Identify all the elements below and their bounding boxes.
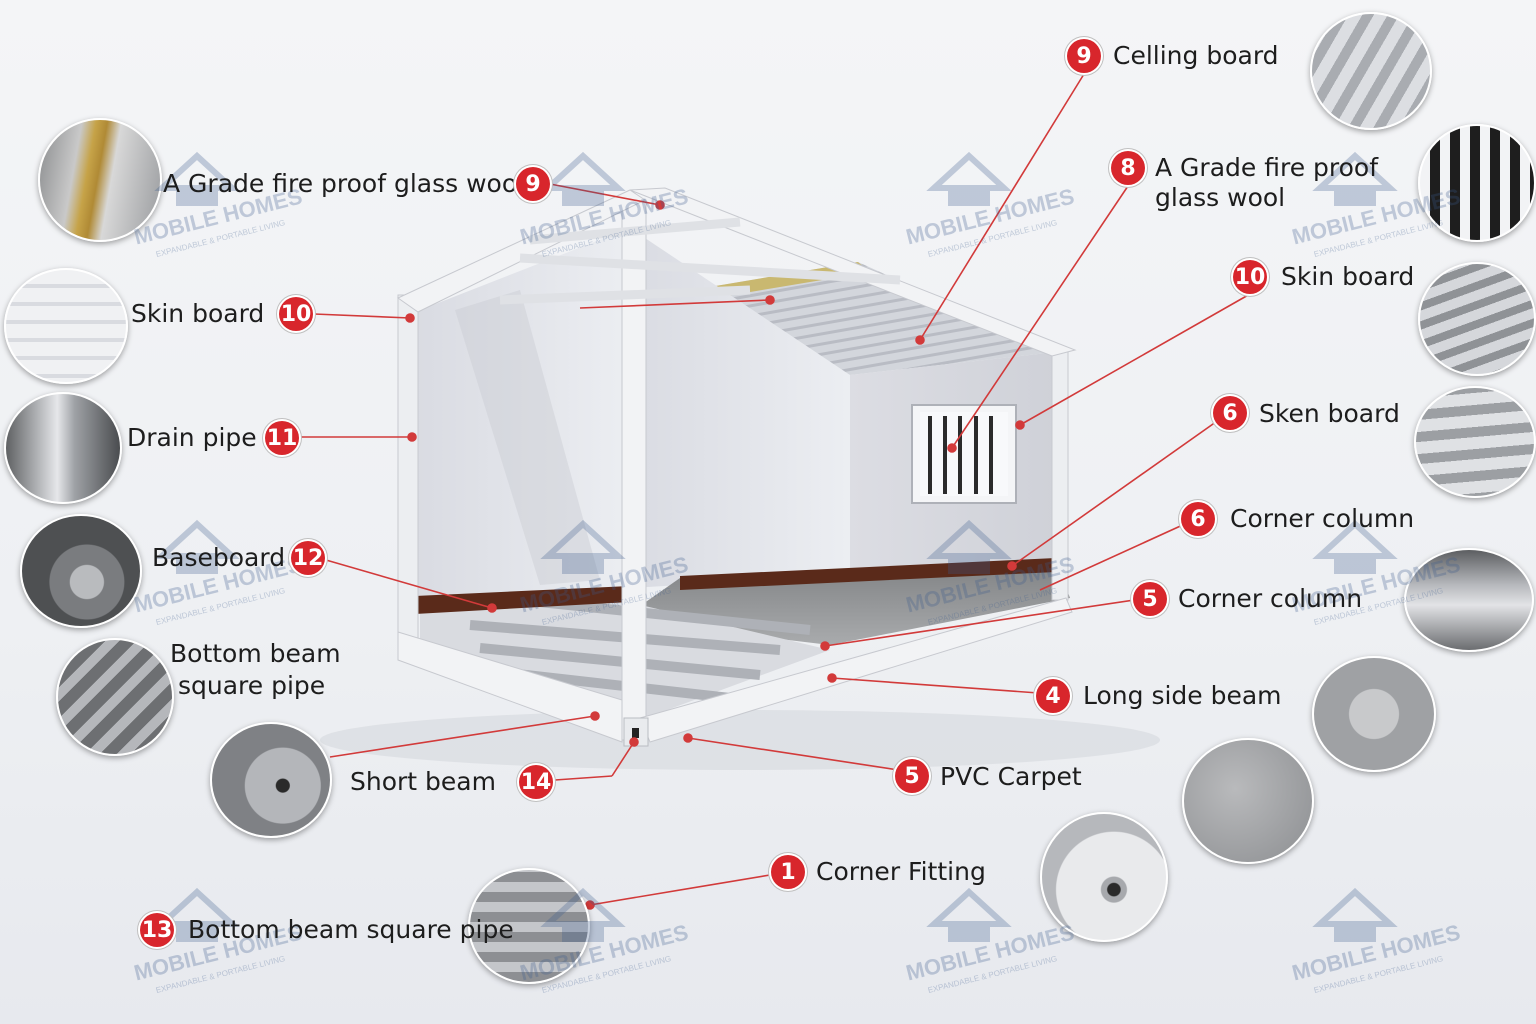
label-bottom-beam-line2: square pipe	[178, 671, 326, 700]
label-bottom-beam-line1: Bottom beam	[170, 639, 341, 668]
label-short-beam: Short beam	[350, 767, 496, 796]
badge-6-sken: 6	[1213, 396, 1247, 430]
rear-wall-left	[630, 228, 850, 588]
badge-9-right: 9	[1067, 39, 1101, 73]
label-glass-wool-left: A Grade fire proof glass wool	[163, 169, 525, 198]
badge-10-left: 10	[279, 297, 313, 331]
ground-shadow	[320, 710, 1160, 770]
thumb-skin-board-left	[4, 268, 128, 384]
thumb-sken-board	[1414, 386, 1536, 498]
label-bottom-beam-square-pipe: Bottom beam square pipe	[188, 915, 514, 944]
badge-5-corner: 5	[1133, 582, 1167, 616]
badge-6-corner: 6	[1181, 502, 1215, 536]
wall-shadow	[455, 290, 600, 585]
badge-5-pvc: 5	[895, 759, 929, 793]
label-glass-wool-right-line2: glass wool	[1155, 183, 1286, 212]
ceiling-board	[680, 262, 1056, 375]
badge-4: 4	[1036, 679, 1070, 713]
thumb-baseboard	[20, 514, 142, 628]
thumb-carpet-sample	[1312, 656, 1436, 772]
badge-11: 11	[265, 421, 299, 455]
thumb-ceiling-board	[1310, 12, 1432, 130]
badge-1: 1	[771, 855, 805, 889]
label-skin-board-right: Skin board	[1281, 262, 1415, 291]
badge-10-right: 10	[1233, 260, 1267, 294]
baseboard-left	[415, 586, 630, 614]
thumb-corner-fitting	[1040, 812, 1168, 942]
label-long-side-beam: Long side beam	[1083, 681, 1282, 710]
bottom-short-beam	[397, 631, 623, 743]
thumb-short-beam	[210, 722, 332, 838]
badge-13: 13	[140, 913, 174, 947]
thumb-bottom-beam	[56, 638, 174, 756]
thumb-window	[1418, 124, 1536, 242]
label-glass-wool-right-line1: A Grade fire proof	[1155, 153, 1379, 182]
label-pvc-carpet: PVC Carpet	[940, 762, 1082, 791]
window-bars	[928, 416, 993, 494]
thumb-corner-column	[1404, 548, 1534, 652]
label-sken-board: Sken board	[1259, 399, 1400, 428]
label-baseboard: Baseboard	[152, 543, 286, 572]
corner-fitting-hole	[632, 728, 639, 738]
thumb-bottom-beam-square-pipe	[468, 868, 590, 984]
thumb-pvc-carpet	[1182, 738, 1314, 864]
badge-9-left: 9	[516, 167, 550, 201]
label-celling-board: Celling board	[1113, 41, 1279, 70]
top-long-beam	[629, 187, 1077, 357]
thumb-glass-wool	[38, 118, 162, 242]
left-wall	[415, 228, 630, 600]
baseboard-rear	[680, 558, 1056, 590]
window-glass	[920, 412, 1008, 496]
thumb-skin-board-right	[1418, 262, 1536, 376]
top-short-beam	[397, 189, 646, 313]
label-drain-pipe: Drain pipe	[127, 423, 257, 452]
badge-8: 8	[1111, 151, 1145, 185]
roof-purlins	[499, 217, 901, 305]
label-corner-column-1: Corner column	[1230, 504, 1415, 533]
thumb-drain-pipe	[4, 392, 122, 504]
label-corner-fitting: Corner Fitting	[816, 857, 986, 886]
label-skin-board-left: Skin board	[131, 299, 265, 328]
badge-14: 14	[519, 765, 553, 799]
label-corner-column-2: Corner column	[1178, 584, 1363, 613]
badge-12: 12	[291, 541, 325, 575]
